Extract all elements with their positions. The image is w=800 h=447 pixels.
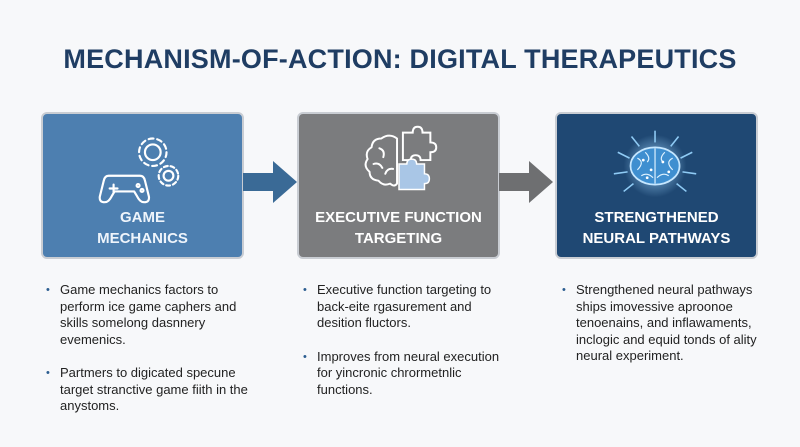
list-item: Partmers to digicated specune target str…	[46, 365, 256, 415]
stage-card-executive-function: EXECUTIVE FUNCTION TARGETING	[297, 112, 500, 259]
flow-arrow-icon	[499, 161, 553, 203]
stage-label-line1: GAME	[120, 209, 165, 226]
stage-bullets-executive-function: Executive function targeting to back-eit…	[303, 282, 513, 415]
list-item: Improves from neural execution for yincr…	[303, 349, 513, 399]
page-title: MECHANISM-OF-ACTION: DIGITAL THERAPEUTIC…	[63, 44, 737, 74]
list-item: Strengthened neural pathways ships imove…	[562, 282, 762, 365]
stage-label-line1: EXECUTIVE FUNCTION	[315, 209, 482, 226]
stage-card-game-mechanics: GAME MECHANICS	[41, 112, 244, 259]
stage-bullets-game-mechanics: Game mechanics factors to perform ice ga…	[46, 282, 256, 432]
glowing-brain-icon	[613, 130, 697, 198]
list-item: Executive function targeting to back-eit…	[303, 282, 513, 332]
brain-puzzle-icon	[364, 125, 438, 191]
stage-label-line2: MECHANICS	[97, 230, 188, 247]
gamepad-gears-icon	[98, 137, 180, 204]
stage-card-neural-pathways: STRENGTHENED NEURAL PATHWAYS	[555, 112, 758, 259]
stage-label-line2: TARGETING	[354, 230, 443, 247]
stage-label-line1: STRENGTHENED	[594, 209, 719, 226]
flow-arrow-icon	[243, 161, 297, 203]
stage-label-line2: NEURAL PATHWAYS	[582, 230, 731, 247]
list-item: Game mechanics factors to perform ice ga…	[46, 282, 256, 348]
stage-bullets-neural-pathways: Strengthened neural pathways ships imove…	[562, 282, 762, 382]
